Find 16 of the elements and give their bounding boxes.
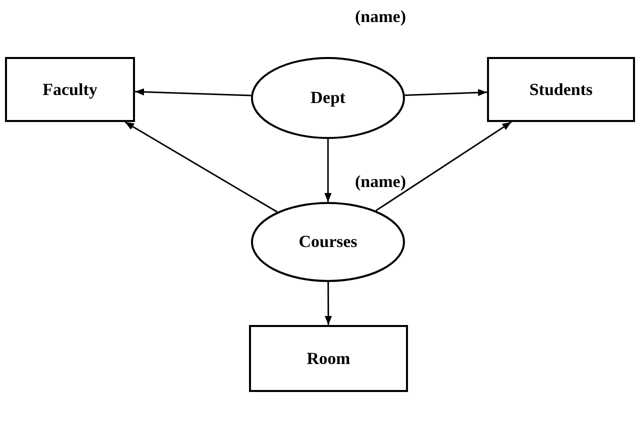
- entity-label: Courses: [298, 232, 358, 252]
- arrow: [324, 139, 332, 202]
- entity-box: [5, 57, 135, 122]
- arrow: [375, 121, 512, 212]
- entity-label: Students: [529, 80, 593, 100]
- entity-label: Dept: [310, 88, 346, 108]
- entity-label: Room: [306, 348, 350, 368]
- attribute-label: (name): [355, 172, 406, 192]
- entity-label: Faculty: [42, 80, 98, 100]
- arrow: [124, 121, 278, 213]
- entity-box: [249, 325, 408, 392]
- arrow: [324, 282, 332, 325]
- attribute-label: (name): [355, 7, 406, 27]
- entity-box: [487, 57, 635, 122]
- arrow: [404, 88, 488, 96]
- arrow: [134, 88, 252, 96]
